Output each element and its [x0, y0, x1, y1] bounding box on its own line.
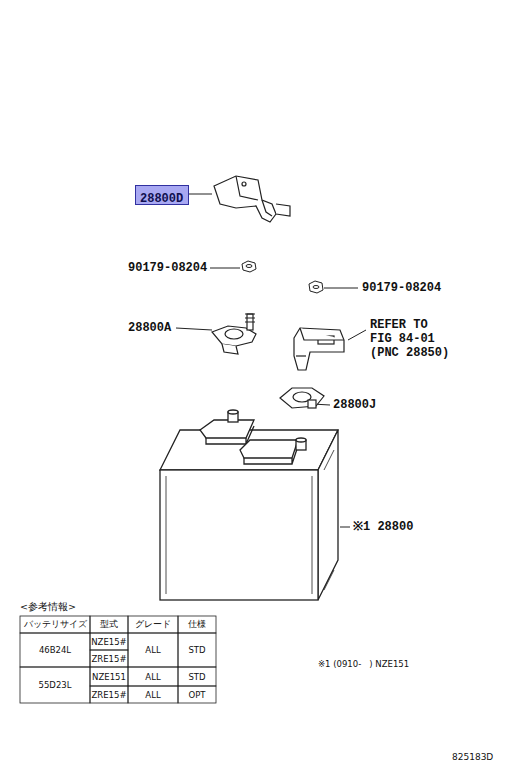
table-cell-border	[178, 616, 216, 633]
table-title: <参考情報>	[20, 600, 76, 614]
part-number: 28800A	[128, 321, 171, 335]
table-cell: ZRE15#	[90, 650, 128, 667]
part-number: 90179-08204	[362, 281, 441, 295]
nut	[242, 261, 323, 293]
terminal-cover	[214, 176, 290, 222]
table-cell-border	[128, 633, 178, 667]
table-cell: NZE151	[90, 667, 128, 686]
table-cell-border	[90, 667, 128, 686]
reference-note: REFER TO FIG 84-01 (PNC 28850)	[370, 318, 450, 360]
part-number: 28800D	[140, 192, 183, 206]
table-cell-border	[178, 633, 216, 667]
table-cell: OPT	[178, 686, 216, 703]
table-cell: グレード	[128, 616, 178, 633]
table-cell: STD	[178, 633, 216, 667]
part-number: 28800J	[333, 398, 376, 412]
table-cell: ALL	[128, 667, 178, 686]
table-cell: 55D23L	[20, 667, 90, 703]
table-cell: STD	[178, 667, 216, 686]
table-cell-border	[20, 616, 90, 633]
sensor-connector	[294, 328, 344, 370]
table-cell: 仕様	[178, 616, 216, 633]
table-cell: NZE15#	[90, 633, 128, 650]
table-cell-border	[90, 650, 128, 667]
table-cell-border	[20, 667, 90, 703]
table-cell-border	[20, 633, 90, 667]
highlighted-part-number: 28800D	[135, 185, 189, 205]
table-cell: ALL	[128, 686, 178, 703]
table-cell: ALL	[128, 633, 178, 667]
table-cell-border	[90, 616, 128, 633]
table-cell-border	[128, 616, 178, 633]
table-cell-border	[90, 686, 128, 703]
table-cell-border	[128, 686, 178, 703]
table-cell-border	[178, 686, 216, 703]
part-number: 90179-08204	[128, 261, 207, 275]
applicability-note: ※1 (0910- ) NZE151	[318, 657, 409, 671]
table-cell: バッテリサイズ	[20, 616, 90, 633]
battery-terminal	[280, 388, 324, 408]
table-cell-border	[128, 667, 178, 686]
illustration-number: 825183D	[452, 750, 493, 764]
table-cell: 型式	[90, 616, 128, 633]
table-grid	[20, 616, 216, 703]
table-cell-border	[178, 667, 216, 686]
battery	[160, 410, 338, 600]
battery-terminal	[212, 314, 256, 354]
table-cell: ZRE15#	[90, 686, 128, 703]
part-number: ※1 28800	[353, 520, 413, 534]
table-cell-border	[90, 633, 128, 650]
table-cell: 46B24L	[20, 633, 90, 667]
